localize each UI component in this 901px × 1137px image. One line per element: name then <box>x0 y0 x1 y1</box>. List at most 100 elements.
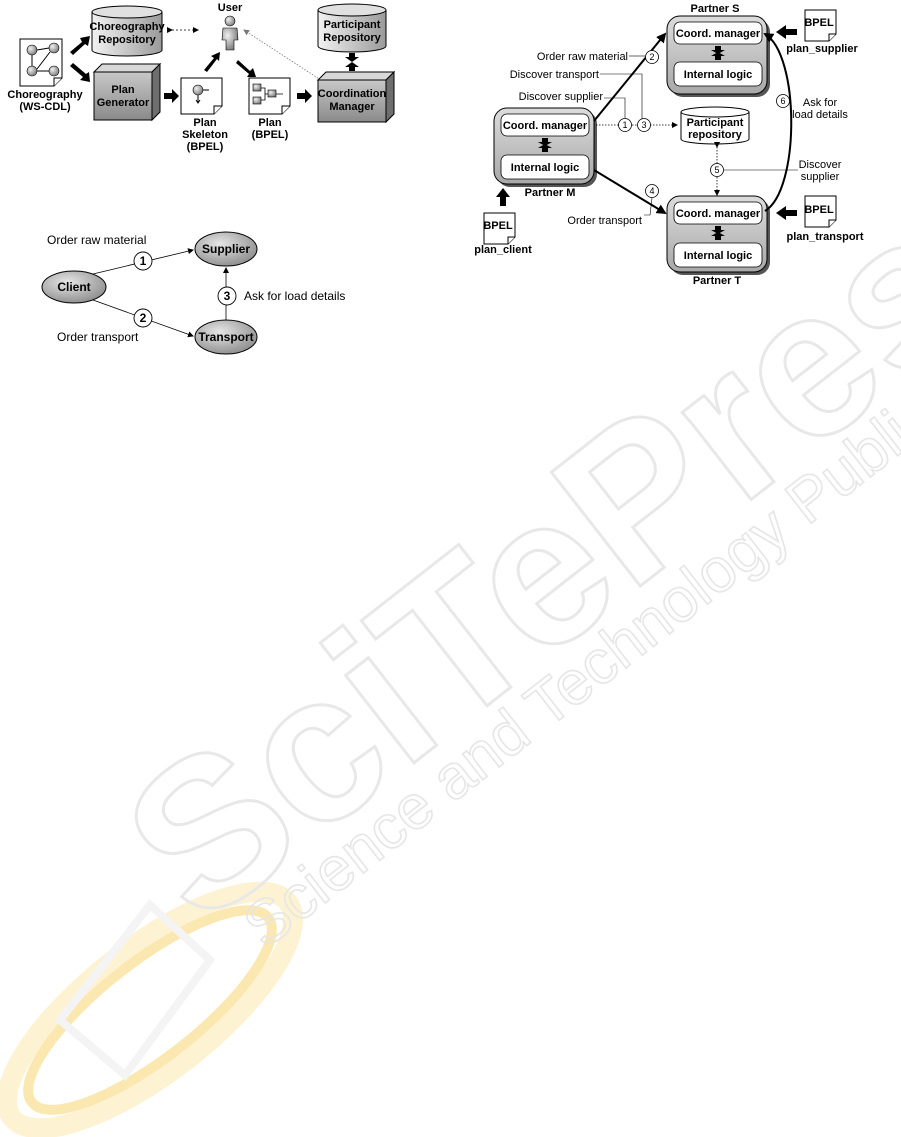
step-1-badge <box>133 251 153 271</box>
arrow-to-generator <box>70 63 90 82</box>
bpel-transport-label: BPEL <box>804 204 834 216</box>
participant-repository: Participant Repository <box>317 3 387 53</box>
right-step-1-number: 1 <box>622 120 627 130</box>
choreography-label-1: Choreography <box>7 89 83 101</box>
discover-supplier-right-label-2: supplier <box>801 171 840 183</box>
bpel-transport-document: BPEL <box>804 195 837 228</box>
discover-supplier-label: Discover supplier <box>519 91 604 103</box>
scenario-figure: Client Supplier Transport 1 2 3 Order ra… <box>41 231 345 355</box>
architecture-figure: Choreography (WS-CDL) Choreography Repos… <box>7 2 396 153</box>
bpel-supplier-label: BPEL <box>804 17 834 29</box>
plan-label-1: Plan <box>258 117 282 129</box>
ask-load-right-label-2: load details <box>792 109 848 121</box>
order-transport-right-label: Order transport <box>567 215 642 227</box>
user-icon <box>221 15 239 51</box>
participant-repo-right-label-1: Participant <box>687 117 744 129</box>
arrow-bpel-to-m <box>496 188 510 206</box>
participant-repository-right: Participant repository <box>680 106 750 145</box>
plan-skeleton-document <box>180 77 223 115</box>
arrow-user-to-plan <box>236 60 256 77</box>
participant-repo-label-1: Participant <box>324 19 381 31</box>
user-label: User <box>218 2 243 14</box>
choreo-repo-label-1: Choreography <box>89 21 165 33</box>
partner-t-internal-label: Internal logic <box>684 250 752 262</box>
step-3-badge <box>217 286 237 306</box>
discover-transport-label: Discover transport <box>510 69 599 81</box>
step-3-number: 3 <box>224 289 231 303</box>
step-2-badge <box>133 308 153 328</box>
choreography-label-2: (WS-CDL) <box>19 101 71 113</box>
coordination-manager: Coordination Manager <box>316 70 396 124</box>
right-step-6-number: 6 <box>780 96 785 106</box>
right-step-2-badge <box>645 50 659 64</box>
choreography-document <box>19 38 63 87</box>
participant-repo-label-2: Repository <box>323 32 381 44</box>
arrow-repo-coord-down <box>345 53 359 62</box>
transport-label: Transport <box>198 330 253 344</box>
plan-label-2: (BPEL) <box>252 129 289 141</box>
partners-figure: Partner S Coord. manager Internal logic … <box>474 3 864 287</box>
plan-supplier-label: plan_supplier <box>786 43 858 55</box>
right-step-5-number: 5 <box>714 165 719 175</box>
partner-s-internal-label: Internal logic <box>684 69 752 81</box>
t-to-s-edge <box>763 32 793 212</box>
partner-m-coord-label: Coord. manager <box>503 120 588 132</box>
plan-skeleton-label-1: Plan <box>193 117 217 129</box>
arrow-to-repo <box>70 36 90 55</box>
arrow-plan-to-coord <box>297 89 312 103</box>
order-raw-material-label: Order raw material <box>47 233 146 247</box>
right-step-4-badge <box>645 184 659 198</box>
arrow-skeleton-to-user <box>204 52 220 72</box>
plan-skeleton-label-2: Skeleton <box>182 129 228 141</box>
leader-lines <box>600 55 798 216</box>
partner-t-coord-label: Coord. manager <box>676 208 761 220</box>
bpel-supplier-document: BPEL <box>804 9 837 42</box>
right-step-3-badge <box>637 118 651 132</box>
right-step-1-badge <box>618 118 632 132</box>
partner-m-internal-label: Internal logic <box>511 162 579 174</box>
order-raw-material-right-label: Order raw material <box>537 51 628 63</box>
step-2-number: 2 <box>140 311 147 325</box>
partner-m-box: Coord. manager Internal logic <box>493 107 597 187</box>
arrow-generator-to-skeleton <box>164 89 179 103</box>
step-1-number: 1 <box>140 254 147 268</box>
coord-manager-label-1: Coordination <box>318 88 387 100</box>
partner-m-label: Partner M <box>525 187 576 199</box>
client-node <box>41 270 107 304</box>
coord-manager-label-2: Manager <box>329 101 375 113</box>
ask-load-right-label-1: Ask for <box>803 97 838 109</box>
supplier-label: Supplier <box>202 242 250 256</box>
plan-generator: Plan Generator <box>92 62 162 122</box>
partner-s-box: Coord. manager Internal logic <box>666 15 770 97</box>
arrow-bpel-to-t <box>776 206 797 220</box>
bpel-client-label: BPEL <box>483 220 513 232</box>
partner-s-label: Partner S <box>691 3 740 15</box>
plan-transport-label: plan_transport <box>786 231 863 243</box>
arrow-repo-coord-up <box>345 62 359 71</box>
right-step-6-badge <box>776 94 790 108</box>
user-coord-link <box>243 29 331 87</box>
participant-repo-right-label-2: repository <box>688 129 743 141</box>
partner-s-coord-label: Coord. manager <box>676 28 761 40</box>
plan-client-label: plan_client <box>474 244 532 256</box>
right-step-2-number: 2 <box>649 52 654 62</box>
choreo-repo-label-2: Repository <box>98 34 156 46</box>
client-label: Client <box>57 280 90 294</box>
ask-load-details-label: Ask for load details <box>244 289 345 303</box>
right-step-5-badge <box>710 163 724 177</box>
watermark-logo <box>0 881 304 1137</box>
partner-t-box: Coord. manager Internal logic <box>666 195 770 275</box>
partner-t-label: Partner T <box>693 275 742 287</box>
plan-generator-label-1: Plan <box>111 84 135 96</box>
discover-supplier-right-label-1: Discover <box>799 159 842 171</box>
right-step-4-number: 4 <box>649 186 654 196</box>
plan-document <box>248 77 291 115</box>
right-step-3-number: 3 <box>641 120 646 130</box>
plan-generator-label-2: Generator <box>97 97 150 109</box>
choreography-repository: Choreography Repository <box>89 5 165 57</box>
order-transport-label: Order transport <box>57 330 139 344</box>
supplier-node <box>194 231 258 267</box>
m-to-s-edge <box>593 32 667 122</box>
arrow-bpel-to-s <box>776 25 797 39</box>
